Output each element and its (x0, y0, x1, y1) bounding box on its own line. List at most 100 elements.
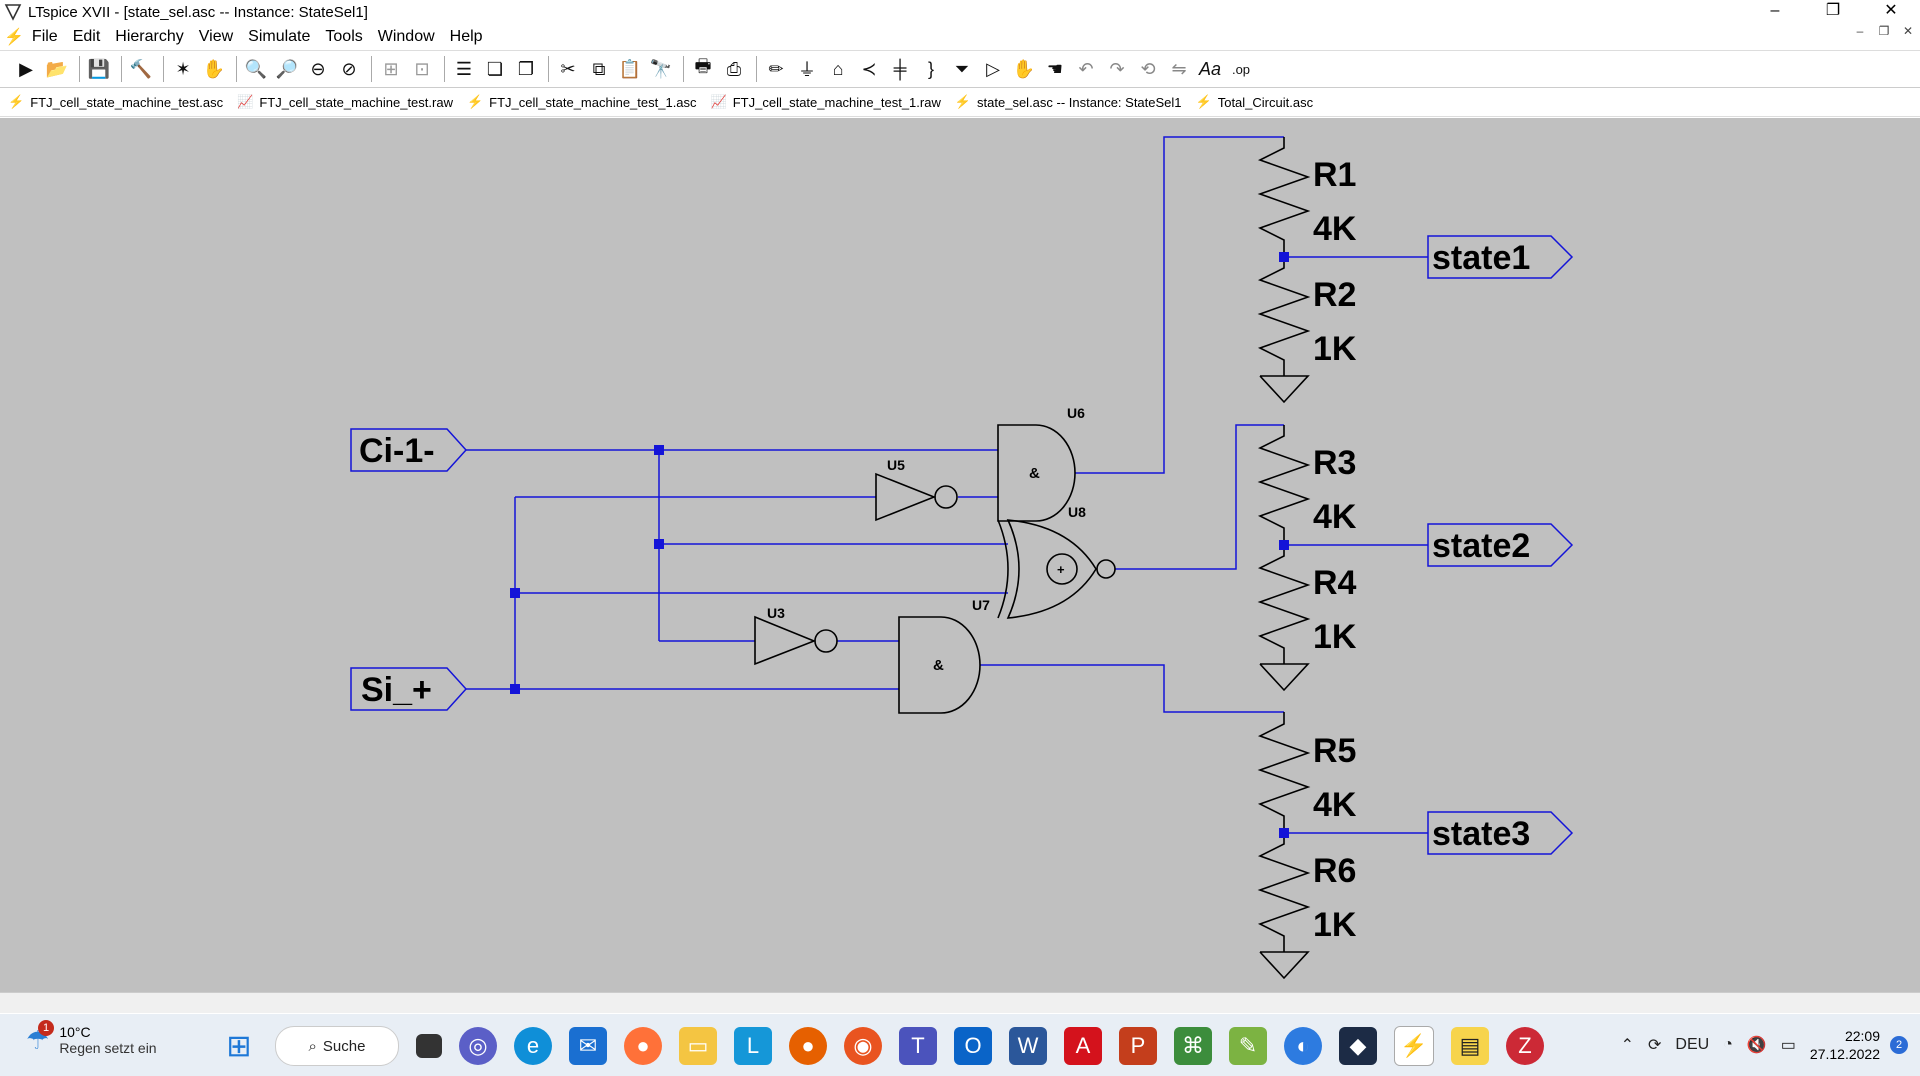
and-gate-u6[interactable] (997, 424, 1076, 522)
u8-label[interactable]: U8 (1068, 504, 1086, 520)
port-state2-label[interactable]: state2 (1432, 527, 1530, 565)
menu-hierarchy[interactable]: Hierarchy (115, 28, 184, 45)
capacitor-icon[interactable]: ╪ (893, 58, 907, 79)
save-icon[interactable]: 💾 (87, 58, 111, 79)
u6-label[interactable]: U6 (1067, 405, 1085, 421)
file-explorer-icon[interactable]: ▭ (679, 1027, 717, 1065)
control-panel-icon[interactable]: 🔨 (129, 58, 153, 79)
r5-value[interactable]: 4K (1313, 786, 1357, 824)
spice-directive-icon[interactable]: .op (1231, 61, 1251, 77)
r2-value[interactable]: 1K (1313, 330, 1357, 368)
r1-name[interactable]: R1 (1313, 156, 1356, 194)
r3-name[interactable]: R3 (1313, 444, 1356, 482)
ltspice-taskbar-icon[interactable]: ⚡ (1394, 1026, 1434, 1066)
zoom-out-icon[interactable]: 🔎 (275, 58, 299, 79)
r3-value[interactable]: 4K (1313, 498, 1357, 536)
paste-icon[interactable]: 📋 (618, 58, 642, 79)
print-icon[interactable]: 🖶 (694, 56, 712, 76)
r6-value[interactable]: 1K (1313, 906, 1357, 944)
port-state3-label[interactable]: state3 (1432, 815, 1530, 853)
minimize-button[interactable]: – (1770, 2, 1780, 19)
mdi-close-icon[interactable]: ✕ (1902, 24, 1914, 38)
r4-value[interactable]: 1K (1313, 618, 1357, 656)
text-icon[interactable]: Aa (1198, 58, 1222, 79)
menu-file[interactable]: File (31, 28, 58, 45)
mdi-minimize-icon[interactable]: – (1856, 24, 1864, 38)
menu-window[interactable]: Window (377, 28, 435, 45)
wire-icon[interactable]: ✏ (768, 58, 784, 79)
menu-tools[interactable]: Tools (325, 28, 363, 45)
zoom-in-icon[interactable]: 🔍 (244, 58, 268, 79)
inductor-icon[interactable]: } (927, 58, 934, 79)
clock[interactable]: 22:09 27.12.2022 (1810, 1027, 1880, 1063)
notification-badge[interactable]: 2 (1890, 1036, 1908, 1054)
port-ci-label[interactable]: Ci-1- (359, 432, 435, 470)
edge-icon[interactable]: e (514, 1027, 552, 1065)
tab-ftj-test-1-asc[interactable]: ⚡FTJ_cell_state_machine_test_1.asc (467, 94, 697, 110)
undo-icon[interactable]: ↶ (1078, 58, 1094, 79)
r5-name[interactable]: R5 (1313, 732, 1356, 770)
r4-name[interactable]: R4 (1313, 564, 1357, 602)
label-net-icon[interactable]: ⌂ (832, 58, 844, 79)
open-icon[interactable]: 📂 (45, 58, 69, 79)
teams-icon[interactable]: T (899, 1027, 937, 1065)
volume-muted-icon[interactable]: 🔇 (1746, 1037, 1767, 1054)
l-app-icon[interactable]: L (734, 1027, 772, 1065)
firefox-icon[interactable]: ● (624, 1027, 662, 1065)
drag-icon[interactable]: ☚ (1046, 58, 1064, 79)
zotero-icon[interactable]: Z (1506, 1027, 1544, 1065)
u5-label[interactable]: U5 (887, 457, 905, 473)
language-indicator[interactable]: DEU (1675, 1036, 1710, 1053)
search-button[interactable]: ⌕Suche (275, 1026, 399, 1066)
firefox-private-icon[interactable]: ● (789, 1027, 827, 1065)
sync-icon[interactable]: ⟳ (1648, 1037, 1662, 1054)
diode-icon[interactable]: ⏷ (954, 58, 970, 79)
mirror-icon[interactable]: ⇋ (1171, 58, 1187, 79)
resistor-r5[interactable] (1257, 712, 1311, 833)
battery-icon[interactable]: ▭ (1780, 1037, 1796, 1054)
tile-vertical-icon[interactable]: ❐ (517, 58, 535, 79)
menu-simulate[interactable]: Simulate (248, 28, 311, 45)
resistor-r1[interactable] (1257, 137, 1311, 257)
u3-label[interactable]: U3 (767, 605, 785, 621)
xnor-gate-u8[interactable] (1006, 519, 1097, 619)
menu-view[interactable]: View (198, 28, 234, 45)
grid-icon[interactable]: ⊡ (414, 58, 430, 79)
network-app-icon[interactable]: ⌘ (1174, 1027, 1212, 1065)
outlook-icon[interactable]: O (954, 1027, 992, 1065)
u7-label[interactable]: U7 (972, 597, 990, 613)
ubuntu-icon[interactable]: ◉ (844, 1027, 882, 1065)
port-si-label[interactable]: Si_+ (361, 671, 432, 709)
mail-icon[interactable]: ✉ (569, 1027, 607, 1065)
weather-widget[interactable]: ☂ 1 10°C Regen setzt ein (26, 1020, 157, 1056)
print-preview-icon[interactable]: ⎙ (726, 58, 742, 79)
move-icon[interactable]: ✋ (1012, 58, 1036, 79)
resistor-r2[interactable] (1257, 257, 1311, 376)
resistor-r3[interactable] (1257, 425, 1311, 545)
notepad-icon[interactable]: ✎ (1229, 1027, 1267, 1065)
halt-icon[interactable]: ✶ (175, 58, 191, 79)
resistor-icon[interactable]: ≺ (861, 58, 877, 79)
browser-icon[interactable]: ◐ (1284, 1027, 1322, 1065)
run-icon[interactable]: ▶ (19, 58, 33, 79)
find-icon[interactable]: 🔭 (649, 58, 673, 79)
ground-icon[interactable]: ⏚ (798, 60, 816, 80)
task-view-icon[interactable] (416, 1034, 442, 1058)
r1-value[interactable]: 4K (1313, 210, 1357, 248)
word-icon[interactable]: W (1009, 1027, 1047, 1065)
close-button[interactable]: ✕ (1884, 2, 1898, 19)
schematic-canvas[interactable]: Ci-1- Si_+ state1 state2 state3 R1 4K R2… (0, 118, 1920, 992)
and-gate-u7[interactable] (898, 616, 981, 714)
horizontal-scrollbar[interactable] (0, 992, 1920, 1013)
wifi-icon[interactable]: ◔ (1723, 1036, 1733, 1053)
tab-ftj-test-raw[interactable]: 📈FTJ_cell_state_machine_test.raw (237, 94, 453, 110)
powerpoint-icon[interactable]: P (1119, 1027, 1157, 1065)
chevron-up-icon[interactable]: ⌃ (1620, 1037, 1635, 1054)
restore-button[interactable]: ❐ (1825, 2, 1841, 19)
r6-name[interactable]: R6 (1313, 852, 1356, 890)
menu-help[interactable]: Help (449, 28, 483, 45)
cut-icon[interactable]: ✂ (560, 58, 576, 79)
cascade-icon[interactable]: ❏ (486, 58, 504, 79)
teams-chat-icon[interactable]: ◎ (459, 1027, 497, 1065)
tab-total-circuit[interactable]: ⚡Total_Circuit.asc (1196, 94, 1314, 110)
